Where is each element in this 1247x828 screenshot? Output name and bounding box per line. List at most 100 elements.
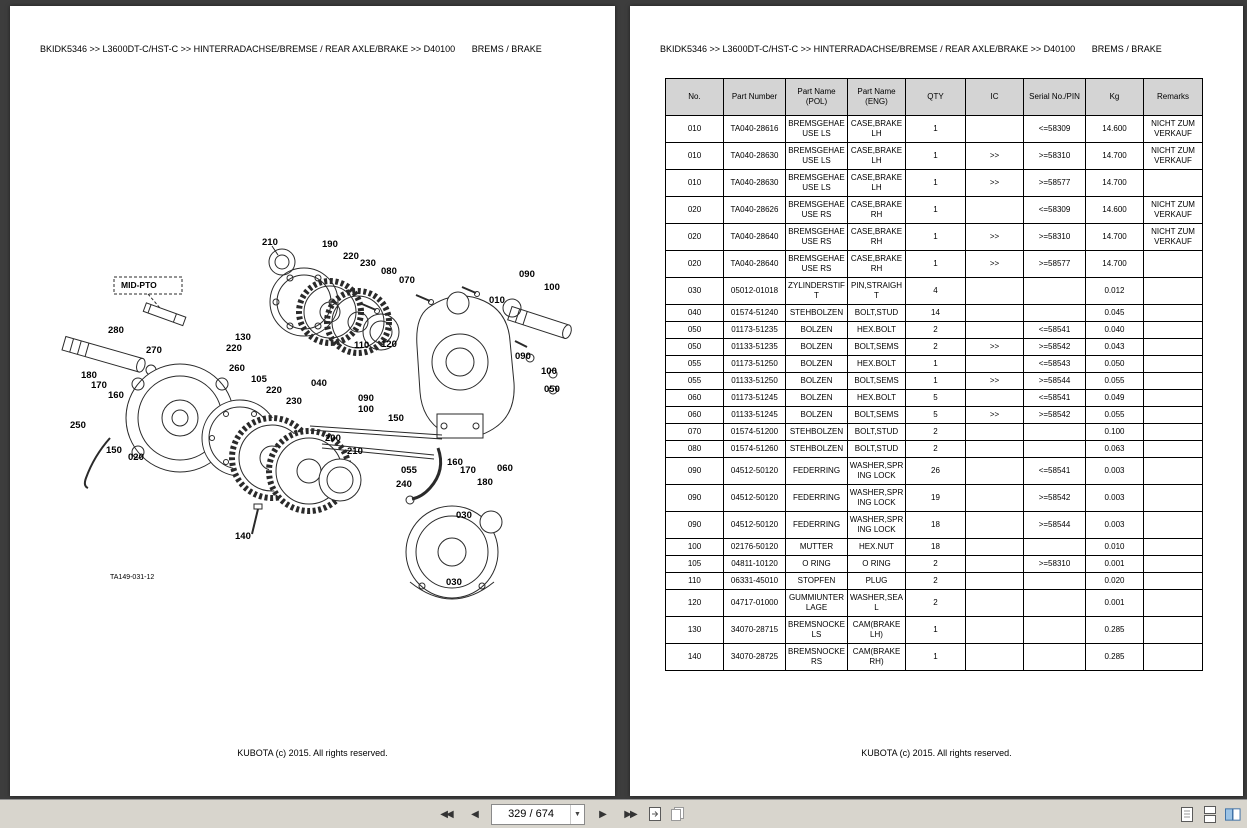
table-cell: 105 bbox=[665, 555, 724, 573]
table-cell: 0.020 bbox=[1085, 572, 1144, 590]
table-cell: 140 bbox=[665, 643, 724, 671]
table-cell: 050 bbox=[665, 321, 724, 339]
part-number-label: 210 bbox=[347, 446, 363, 457]
table-cell: >=58544 bbox=[1023, 372, 1086, 390]
table-cell: 2 bbox=[905, 440, 966, 458]
table-cell: 5 bbox=[905, 406, 966, 424]
copy-pages-button[interactable] bbox=[669, 805, 685, 823]
table-cell: 2 bbox=[905, 572, 966, 590]
table-cell bbox=[965, 304, 1024, 322]
right-arrow-icon: ▶ bbox=[599, 808, 607, 820]
export-page-button[interactable] bbox=[647, 805, 663, 823]
table-cell bbox=[965, 616, 1024, 644]
facing-pages-view-button[interactable] bbox=[1225, 805, 1241, 823]
next-page-button[interactable]: ▶ bbox=[591, 804, 613, 824]
table-cell: 2 bbox=[905, 338, 966, 356]
table-cell bbox=[965, 511, 1024, 539]
left-arrow-icon: ◀ bbox=[471, 808, 479, 820]
table-cell: 1 bbox=[905, 115, 966, 143]
table-cell: >> bbox=[965, 142, 1024, 170]
part-number-label: 280 bbox=[108, 325, 124, 336]
table-cell: BREMSGEHAEUSE LS bbox=[785, 142, 848, 170]
table-cell: BOLZEN bbox=[785, 321, 848, 339]
table-cell: <=58541 bbox=[1023, 321, 1086, 339]
table-cell bbox=[1143, 457, 1203, 485]
first-page-button[interactable]: ◀◀ bbox=[435, 804, 457, 824]
breadcrumb-path: BKIDK5346 >> L3600DT-C/HST-C >> HINTERRA… bbox=[40, 44, 456, 54]
table-cell: BREMSGEHAEUSE RS bbox=[785, 250, 848, 278]
table-cell: STEHBOLZEN bbox=[785, 423, 848, 441]
column-header: Kg bbox=[1085, 78, 1144, 116]
single-page-view-button[interactable] bbox=[1179, 805, 1195, 823]
table-cell: 0.100 bbox=[1085, 423, 1144, 441]
part-number-label: 110 bbox=[354, 340, 370, 351]
table-cell: 14.600 bbox=[1085, 115, 1144, 143]
page-view-toggles bbox=[1179, 800, 1241, 828]
table-cell: >=58542 bbox=[1023, 484, 1086, 512]
table-cell bbox=[1143, 304, 1203, 322]
table-cell: 070 bbox=[665, 423, 724, 441]
continuous-view-button[interactable] bbox=[1202, 805, 1218, 823]
table-cell bbox=[1143, 277, 1203, 305]
table-cell bbox=[1143, 511, 1203, 539]
table-cell: 14.700 bbox=[1085, 250, 1144, 278]
table-cell: NICHT ZUM VERKAUF bbox=[1143, 196, 1203, 224]
table-cell: 01574-51240 bbox=[723, 304, 786, 322]
previous-page-button[interactable]: ◀ bbox=[463, 804, 485, 824]
column-header: Part Number bbox=[723, 78, 786, 116]
table-cell: STEHBOLZEN bbox=[785, 304, 848, 322]
chevron-down-icon[interactable]: ▼ bbox=[570, 804, 584, 824]
table-cell: 1 bbox=[905, 355, 966, 373]
table-cell: 02176-50120 bbox=[723, 538, 786, 556]
mid-pto-label: MID-PTO bbox=[121, 280, 157, 290]
table-cell: 1 bbox=[905, 250, 966, 278]
table-cell bbox=[1143, 355, 1203, 373]
page-number-combobox[interactable]: 329 / 674 ▼ bbox=[491, 803, 585, 825]
table-cell bbox=[965, 355, 1024, 373]
table-cell: MUTTER bbox=[785, 538, 848, 556]
table-cell: 055 bbox=[665, 372, 724, 390]
table-cell: 0.049 bbox=[1085, 389, 1144, 407]
part-number-label: 090 bbox=[358, 393, 374, 404]
table-cell: 0.003 bbox=[1085, 457, 1144, 485]
table-cell: 090 bbox=[665, 484, 724, 512]
viewer-toolbar: ◀◀ ◀ 329 / 674 ▼ ▶ ▶▶ bbox=[0, 799, 1247, 828]
table-cell bbox=[1023, 423, 1086, 441]
page-navigation: ◀◀ ◀ 329 / 674 ▼ ▶ ▶▶ bbox=[435, 800, 685, 828]
table-cell: 2 bbox=[905, 423, 966, 441]
part-number-label: 160 bbox=[108, 390, 124, 401]
table-cell: O RING bbox=[785, 555, 848, 573]
table-cell: NICHT ZUM VERKAUF bbox=[1143, 223, 1203, 251]
table-cell: >> bbox=[965, 372, 1024, 390]
table-cell bbox=[1143, 572, 1203, 590]
table-cell: >=58577 bbox=[1023, 250, 1086, 278]
document-page-right: BKIDK5346 >> L3600DT-C/HST-C >> HINTERRA… bbox=[630, 6, 1243, 796]
table-cell: PLUG bbox=[847, 572, 906, 590]
table-cell: 0.040 bbox=[1085, 321, 1144, 339]
table-cell: BOLZEN bbox=[785, 406, 848, 424]
table-cell: HEX.BOLT bbox=[847, 355, 906, 373]
table-cell bbox=[1143, 169, 1203, 197]
table-cell: 06331-45010 bbox=[723, 572, 786, 590]
document-page-left: BKIDK5346 >> L3600DT-C/HST-C >> HINTERRA… bbox=[10, 6, 615, 796]
table-cell: 0.045 bbox=[1085, 304, 1144, 322]
column-header: Part Name (ENG) bbox=[847, 78, 906, 116]
table-cell: 1 bbox=[905, 616, 966, 644]
page-with-arrow-icon bbox=[649, 807, 661, 821]
table-cell: >> bbox=[965, 406, 1024, 424]
table-cell: WASHER,SPRING LOCK bbox=[847, 484, 906, 512]
last-page-button[interactable]: ▶▶ bbox=[619, 804, 641, 824]
part-number-label: 030 bbox=[456, 510, 472, 521]
table-cell: 2 bbox=[905, 321, 966, 339]
table-cell: BOLT,SEMS bbox=[847, 372, 906, 390]
table-cell: 130 bbox=[665, 616, 724, 644]
part-number-label: 120 bbox=[381, 339, 397, 350]
part-number-label: 230 bbox=[286, 396, 302, 407]
part-number-label: 210 bbox=[262, 237, 278, 248]
table-cell bbox=[1143, 538, 1203, 556]
